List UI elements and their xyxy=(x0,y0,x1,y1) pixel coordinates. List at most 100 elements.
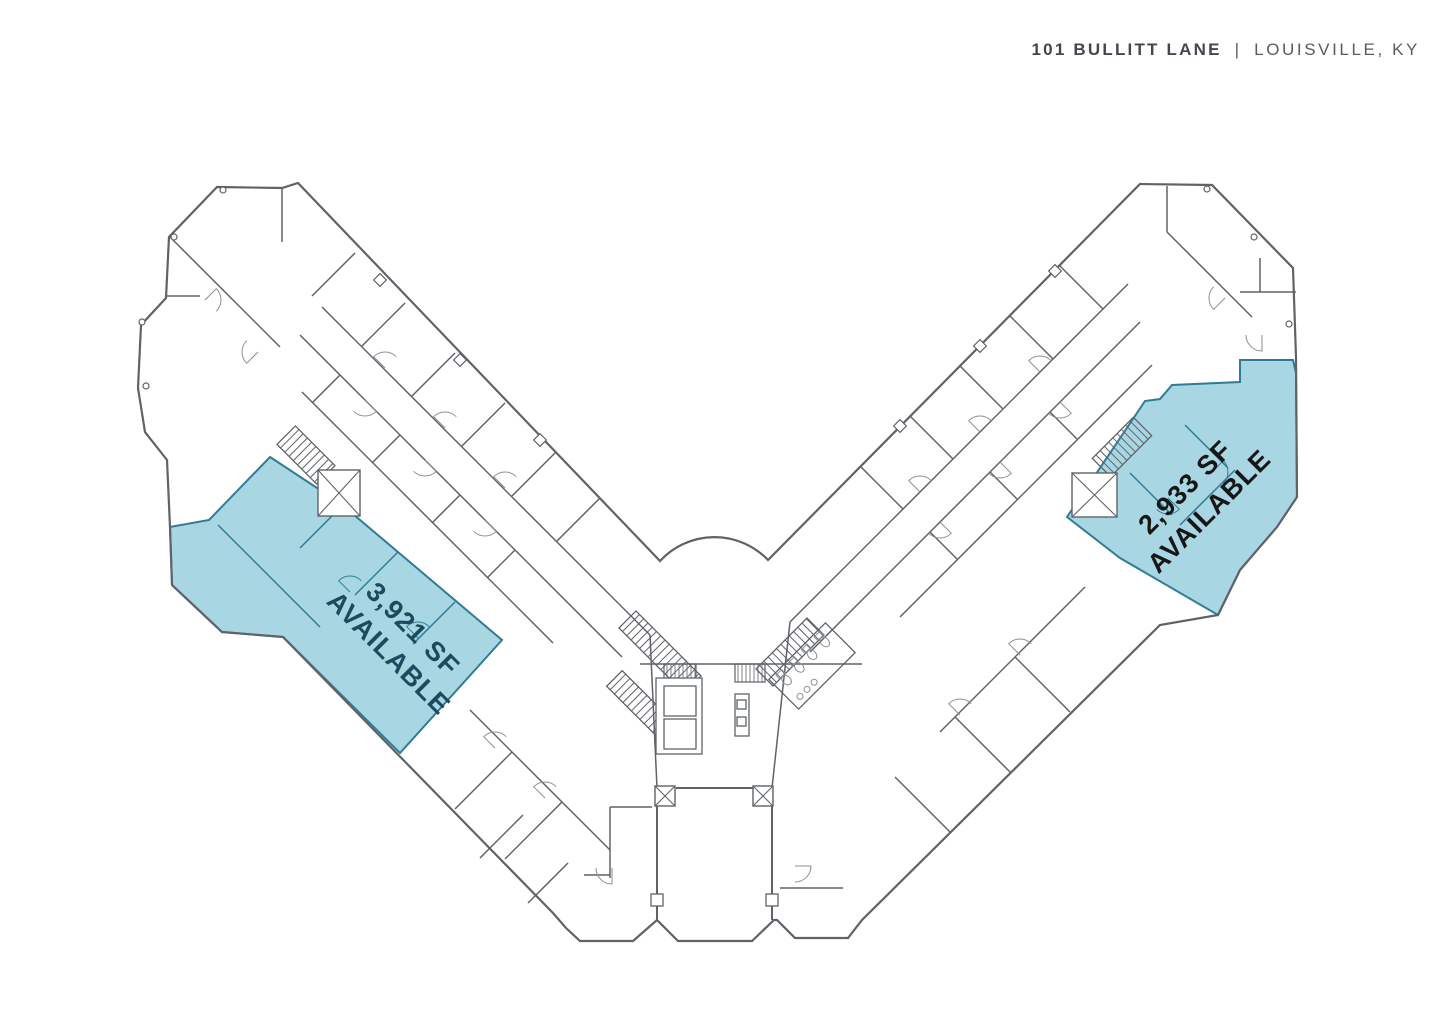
door-swing-arc xyxy=(1007,638,1032,656)
door-swing-arc xyxy=(353,399,378,417)
wall-line xyxy=(789,283,1129,623)
core-rect xyxy=(765,893,779,907)
wall-line xyxy=(311,374,341,404)
wall-line xyxy=(311,252,356,297)
door-swing-arc xyxy=(413,459,438,477)
column-bump xyxy=(372,272,388,288)
wall-line xyxy=(909,415,954,460)
door-swing-arc xyxy=(1245,334,1263,352)
wall-line xyxy=(511,452,556,497)
door-swing-arc xyxy=(947,698,972,716)
door-swing-arc xyxy=(473,519,498,537)
wall-line xyxy=(556,497,601,542)
wall-line xyxy=(809,321,1141,653)
door-swing-arc xyxy=(405,621,430,639)
corner-pin xyxy=(142,382,150,390)
wall-line xyxy=(504,801,563,860)
stair-run xyxy=(1091,416,1153,478)
wall-line xyxy=(431,494,461,524)
wall-line xyxy=(371,434,401,464)
door-swing-arc xyxy=(432,411,457,429)
core-rect xyxy=(650,893,664,907)
door-swing-arc xyxy=(337,575,362,593)
restroom-block xyxy=(767,621,857,711)
door-swing-arc xyxy=(1211,459,1229,484)
column-bump xyxy=(452,352,468,368)
suite-wall-line xyxy=(354,551,399,596)
door-swing-arc xyxy=(372,351,397,369)
wall-line xyxy=(1049,411,1078,440)
shaft-xbox-diagonal xyxy=(654,785,676,807)
core-rect xyxy=(663,685,697,717)
door-swing-arc xyxy=(1208,286,1226,311)
suite-wall-line xyxy=(217,524,321,628)
wall-line xyxy=(959,365,1004,410)
column-bump xyxy=(892,418,908,434)
corner-pin xyxy=(1203,185,1211,193)
interior-partitions xyxy=(138,185,1296,907)
corner-pin xyxy=(1285,320,1293,328)
door-swing-arc xyxy=(967,415,992,433)
central-hall-walls xyxy=(656,787,773,920)
wall-line xyxy=(169,236,281,348)
wall-line xyxy=(486,549,516,579)
wall-line xyxy=(899,364,1153,618)
exterior-wall-path xyxy=(136,181,1299,943)
wall-line xyxy=(989,471,1018,500)
core-rect xyxy=(736,699,747,710)
wall-line xyxy=(411,352,456,397)
wall-line xyxy=(527,862,569,904)
door-swing-arc xyxy=(482,731,507,749)
door-swing-arc xyxy=(928,521,953,539)
wall-line xyxy=(1014,656,1071,713)
door-swing-arc xyxy=(1156,497,1181,515)
wall-line xyxy=(361,302,406,347)
wall-line xyxy=(954,716,1011,773)
wall-line xyxy=(859,465,904,510)
suite-wall-line xyxy=(1129,472,1173,516)
suite-wall-line xyxy=(412,601,456,645)
suite-wall-line xyxy=(1184,424,1229,469)
header-separator: | xyxy=(1234,40,1242,59)
door-swing-arc xyxy=(204,287,222,312)
shaft-xbox-diagonal xyxy=(1071,472,1118,518)
door-swing-arc xyxy=(492,471,517,489)
wall-line xyxy=(894,776,951,833)
wall-line xyxy=(1009,315,1054,360)
door-swing-arc xyxy=(1048,401,1073,419)
door-swing-arc xyxy=(988,461,1013,479)
wall-line xyxy=(1166,231,1253,318)
corner-pin xyxy=(138,318,146,326)
wall-line xyxy=(771,621,791,789)
core-rect xyxy=(663,718,697,750)
wall-line xyxy=(321,306,651,636)
door-swing-arc xyxy=(595,867,613,885)
corner-pin xyxy=(170,233,178,241)
door-swing-arc xyxy=(794,865,812,883)
core-rect xyxy=(736,716,747,727)
header: 101 BULLITT LANE | LOUISVILLE, KY xyxy=(1032,40,1420,60)
wall-line xyxy=(1059,265,1104,310)
door-swing-arc xyxy=(532,781,557,799)
wall-line xyxy=(454,751,513,810)
wall-line xyxy=(929,531,958,560)
wall-line xyxy=(469,709,611,851)
wall-line xyxy=(461,402,506,447)
column-bump xyxy=(1047,263,1063,279)
shaft-xbox-diagonal xyxy=(752,785,774,807)
door-swing-arc xyxy=(907,475,932,493)
corner-pin xyxy=(1250,233,1258,241)
header-location: LOUISVILLE, KY xyxy=(1254,40,1420,59)
column-bump xyxy=(532,432,548,448)
shaft-xbox-diagonal xyxy=(317,469,361,517)
door-swing-arc xyxy=(241,340,259,365)
wall-line xyxy=(479,814,524,859)
wall-line xyxy=(939,586,1086,733)
stair-run xyxy=(276,425,336,485)
column-bump xyxy=(972,338,988,354)
header-building-name: 101 BULLITT LANE xyxy=(1031,40,1222,59)
corner-pin xyxy=(219,186,227,194)
wall-line xyxy=(301,391,554,644)
